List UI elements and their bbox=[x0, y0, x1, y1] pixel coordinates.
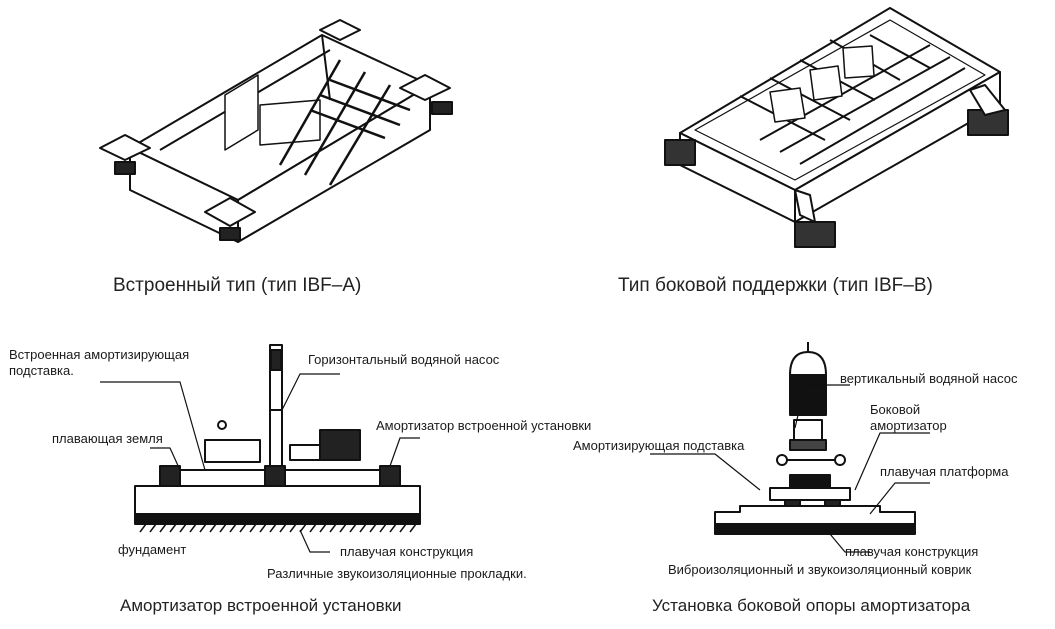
label-built-in-absorber: Амортизатор встроенной установки bbox=[376, 418, 592, 433]
label-side-absorber-line2: амортизатор bbox=[870, 418, 947, 433]
label-vibro-mat: Виброизоляционный и звукоизоляционный ко… bbox=[668, 562, 972, 577]
label-foundation: фундамент bbox=[118, 542, 187, 557]
ibf-a-frame-drawing bbox=[99, 19, 453, 243]
label-built-in-stand-line1: Встроенная амортизирующая bbox=[9, 347, 190, 362]
caption-built-in-installation: Амортизатор встроенной установки bbox=[120, 596, 402, 615]
built-in-installation-drawing bbox=[100, 344, 421, 553]
label-floating-platform: плавучая платформа bbox=[880, 464, 1009, 479]
ibf-b-frame-drawing bbox=[664, 7, 1009, 248]
label-horizontal-pump: Горизонтальный водяной насос bbox=[308, 352, 500, 367]
label-vertical-pump: вертикальный водяной насос bbox=[840, 371, 1018, 386]
label-side-absorber-line1: Боковой bbox=[870, 402, 921, 417]
caption-ibf-a: Встроенный тип (тип IBF–A) bbox=[113, 275, 362, 296]
label-sound-pads: Различные звукоизоляционные прокладки. bbox=[267, 566, 527, 581]
label-absorbing-stand: Амортизирующая подставка bbox=[573, 438, 745, 453]
caption-side-support-installation: Установка боковой опоры амортизатора bbox=[652, 596, 971, 615]
caption-ibf-b: Тип боковой поддержки (тип IBF–B) bbox=[618, 275, 933, 296]
side-support-installation-drawing bbox=[650, 342, 930, 553]
label-floating-structure-left: плавучая конструкция bbox=[340, 544, 474, 559]
label-floating-structure-right: плавучая конструкция bbox=[845, 544, 979, 559]
label-built-in-stand-line2: подставка. bbox=[9, 363, 74, 378]
label-floating-ground: плавающая земля bbox=[52, 431, 163, 446]
